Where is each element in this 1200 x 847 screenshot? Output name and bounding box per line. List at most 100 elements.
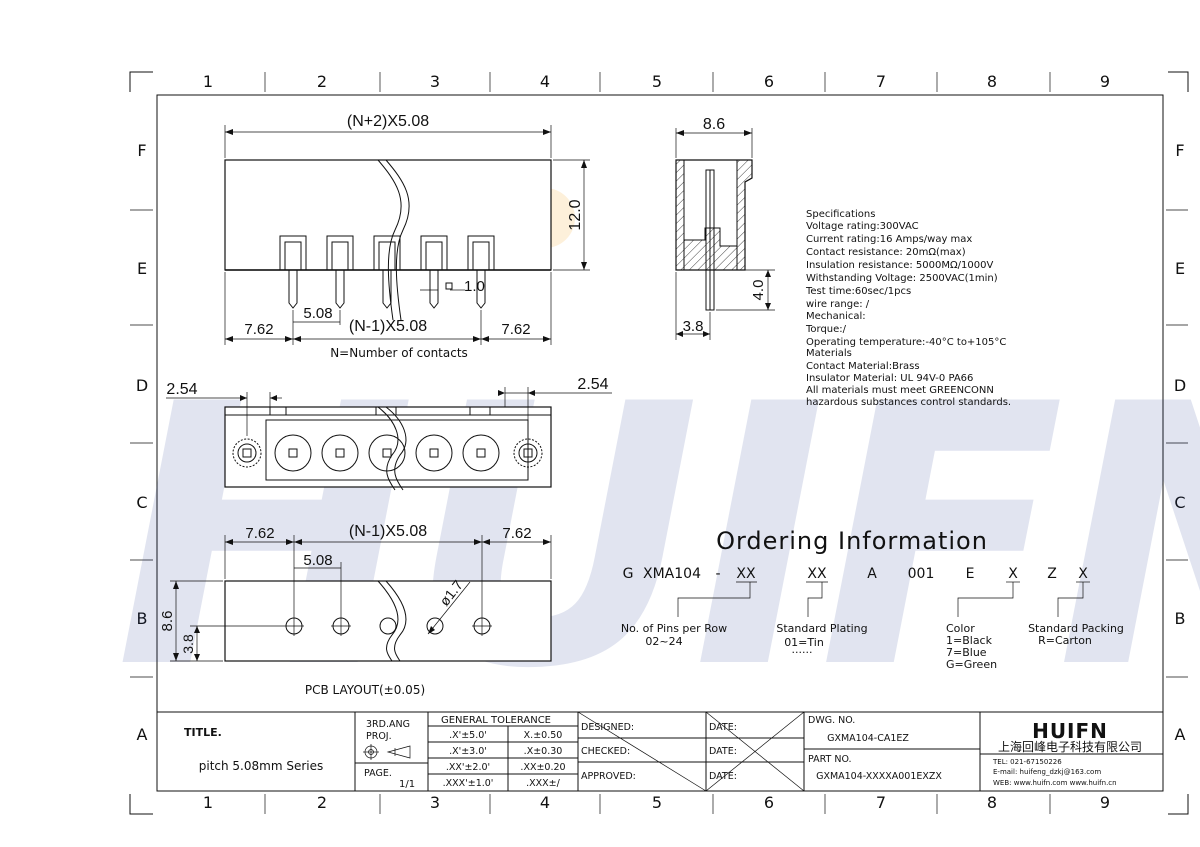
date-label: DATE: [709, 746, 737, 757]
tolerance-cell: .XX±0.20 [520, 762, 565, 773]
pcb-layout-label: PCB LAYOUT(±0.05) [305, 683, 425, 697]
col-label: 7 [876, 793, 886, 812]
dim-overall-label: (N+2)X5.08 [347, 113, 429, 130]
ordering-information: Ordering Information G XMA104 - XX XX A … [621, 527, 1124, 671]
row-label: D [1174, 376, 1186, 395]
pcb-row-offset-label: 3.8 [180, 634, 196, 654]
row-label: C [136, 493, 147, 512]
spec-line: Operating temperature:-40°C to+105°C [806, 337, 1006, 348]
spec-line: Current rating:16 Amps/way max [806, 234, 972, 245]
spec-line: Test time:60sec/1pcs [805, 286, 911, 297]
tolerance-header: GENERAL TOLERANCE [441, 715, 551, 726]
col-label: 9 [1100, 793, 1110, 812]
tolerance-cell: .XXX±/ [526, 778, 561, 789]
spec-line: Insulation resistance: 5000MΩ/1000V [806, 260, 993, 271]
code-z: Z [1047, 566, 1057, 582]
code-001: 001 [908, 566, 935, 582]
pcb-pitch-label: 5.08 [303, 552, 332, 569]
plating-more: ······ [792, 646, 813, 659]
tolerance-cell: .X'±3.0' [449, 746, 487, 757]
column-labels-bottom: 1 2 3 4 5 6 7 8 9 [203, 793, 1110, 812]
dim-top-left-label: 2.54 [166, 381, 197, 398]
spec-line: Insulator Material: UL 94V-0 PA66 [806, 373, 973, 384]
col-label: 8 [987, 72, 997, 91]
projection-symbol-icon [363, 744, 411, 760]
watermark-logo: HUIFN [115, 188, 1200, 747]
company-web: WEB: www.huifn.com www.huifn.cn [993, 779, 1117, 787]
col-label: 8 [987, 793, 997, 812]
screw-left [232, 438, 262, 468]
spec-line: Voltage rating:300VAC [806, 221, 919, 232]
checked-label: CHECKED: [581, 746, 630, 757]
col-label: 4 [540, 793, 550, 812]
packing-label: Standard Packing [1028, 622, 1124, 635]
dim-right-margin-label: 7.62 [501, 321, 530, 338]
side-view: 8.6 4.0 3.8 [675, 116, 775, 340]
row-label: B [137, 609, 148, 628]
page-label: PAGE. [364, 768, 392, 779]
color-option: 1=Black [946, 634, 993, 647]
top-view: 2.54 2.54 [166, 376, 612, 491]
pcb-middle-label: (N-1)X5.08 [349, 523, 427, 540]
col-label: 4 [540, 72, 550, 91]
row-label: E [137, 259, 147, 278]
spec-line: Materials [806, 348, 852, 359]
date-label: DATE: [709, 771, 737, 782]
title-value: pitch 5.08mm Series [199, 759, 324, 773]
spec-line: Specifications [806, 209, 875, 220]
company-logo: HUIFN [1032, 719, 1108, 743]
spec-line: hazardous substances control standards. [806, 397, 1011, 408]
watermark-text: HUIFN [115, 328, 1200, 747]
packing-option: R=Carton [1038, 634, 1092, 647]
proj-label-2: PROJ. [366, 731, 392, 742]
col-label: 6 [764, 793, 774, 812]
code-e: E [966, 566, 975, 582]
code-pins: XX [736, 566, 756, 582]
col-label: 3 [430, 72, 440, 91]
specifications: Specifications Voltage rating:300VAC Cur… [805, 209, 1011, 408]
company-email: E-mail: huifeng_dzkj@163.com [993, 768, 1101, 776]
dim-pitch-label: 5.08 [303, 305, 332, 322]
col-label: 6 [764, 72, 774, 91]
row-label: C [1174, 493, 1185, 512]
col-label: 7 [876, 72, 886, 91]
dwg-no-value: GXMA104-CA1EZ [827, 733, 909, 744]
contacts-note: N=Number of contacts [330, 346, 468, 360]
dim-side-width-label: 8.6 [703, 116, 725, 133]
pcb-holes [284, 616, 492, 636]
col-label: 1 [203, 793, 213, 812]
col-label: 9 [1100, 72, 1110, 91]
row-labels-right: F E D C B A [1174, 141, 1186, 744]
pcb-layout: ø1.7 7.62 (N-1)X5.08 7.62 5.08 8.6 3.8 P… [159, 523, 552, 697]
code-color: X [1008, 566, 1018, 582]
spec-line: wire range: / [806, 299, 870, 310]
pcb-height-label: 8.6 [159, 611, 176, 632]
spec-line: Torque:/ [805, 324, 847, 335]
ordering-code: G XMA104 - XX XX A 001 E X Z X [623, 566, 1089, 582]
plating-label: Standard Plating [776, 622, 867, 635]
row-label: B [1175, 609, 1186, 628]
pins-range: 02~24 [645, 635, 682, 648]
code-packing: X [1078, 566, 1088, 582]
approved-label: APPROVED: [581, 771, 636, 782]
col-label: 5 [652, 793, 662, 812]
title-block: TITLE. pitch 5.08mm Series 3RD.ANG PROJ.… [156, 711, 1164, 792]
code-plating: XX [807, 566, 827, 582]
dim-left-margin-label: 7.62 [244, 321, 273, 338]
company-tel: TEL: 021-67150226 [992, 758, 1062, 766]
ordering-title: Ordering Information [716, 527, 988, 555]
tolerance-cell: .XX'±2.0' [446, 762, 490, 773]
color-option: 7=Blue [946, 646, 987, 659]
color-label: Color [946, 622, 975, 635]
part-no-value: GXMA104-XXXXA001EXZX [816, 771, 942, 782]
dim-pin-offset-label: 3.8 [683, 318, 704, 335]
company-name: 上海回峰电子科技有限公司 [998, 739, 1142, 754]
row-label: A [1175, 725, 1186, 744]
plating-option: 01=Tin [784, 636, 824, 649]
dim-top-right-label: 2.54 [577, 376, 608, 393]
designed-label: DESIGNED: [581, 722, 634, 733]
row-label: E [1175, 259, 1185, 278]
col-label: 5 [652, 72, 662, 91]
dim-pin-gap-label: 1.0 [464, 278, 485, 295]
dim-height-label: 12.0 [567, 199, 584, 230]
